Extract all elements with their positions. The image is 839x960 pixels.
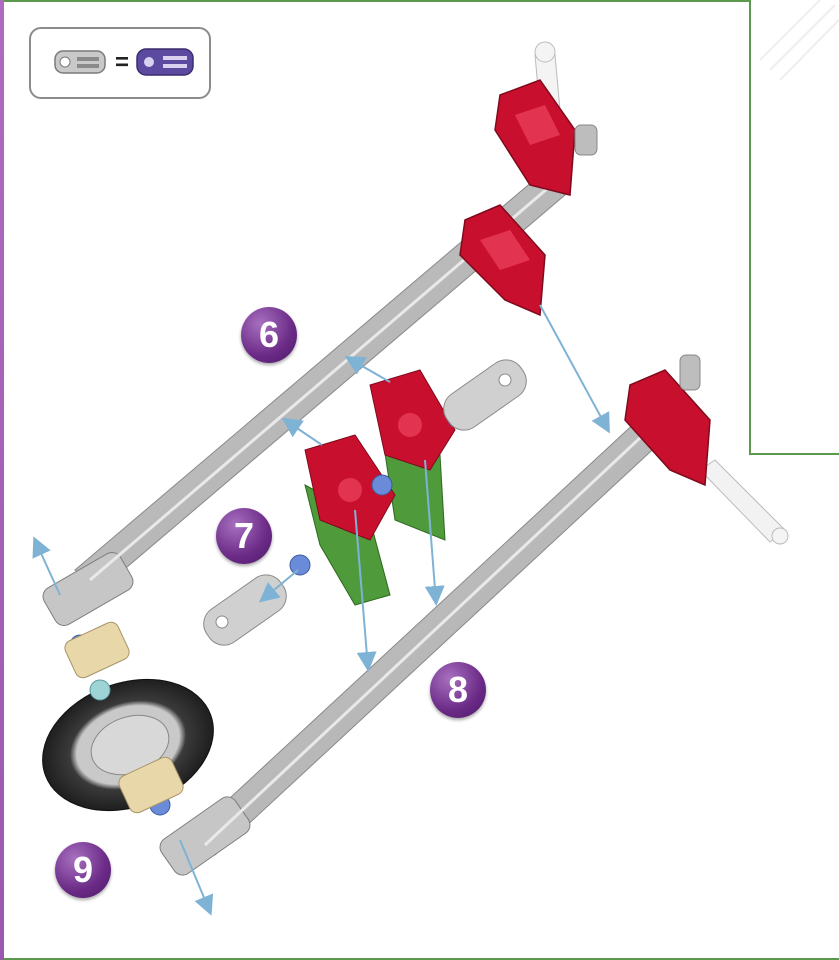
gray-connector-upper	[437, 353, 534, 437]
step-8-badge: 8	[430, 662, 486, 718]
red-connector-top	[495, 80, 597, 195]
step-6-number: 6	[259, 314, 279, 356]
step-7-badge: 7	[216, 508, 272, 564]
step-6-badge: 6	[241, 307, 297, 363]
step-7-number: 7	[234, 515, 254, 557]
step-9-badge: 9	[55, 842, 111, 898]
white-rod-tip-right	[700, 460, 788, 544]
red-green-connector-lower	[305, 435, 395, 605]
red-connector-right	[625, 355, 710, 485]
wheel-assembly	[24, 620, 232, 834]
step-9-number: 9	[73, 849, 93, 891]
gray-connector-lower	[197, 568, 294, 652]
step-8-number: 8	[448, 669, 468, 711]
background-hatching	[760, 0, 839, 80]
